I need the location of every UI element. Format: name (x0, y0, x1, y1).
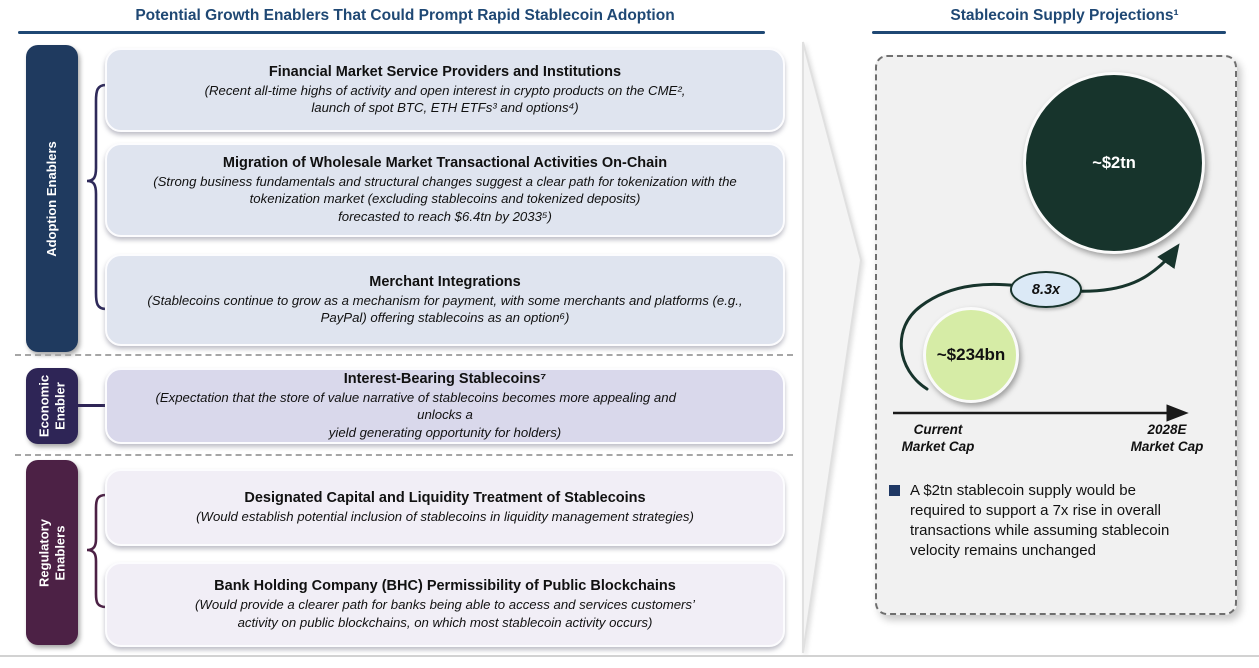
regulatory-brace (86, 493, 108, 609)
section-divider (15, 454, 793, 456)
enabler-box-body: (Would provide a clearer path for banks … (195, 597, 695, 630)
enabler-box-financial-market-providers: Financial Market Service Providers and I… (105, 48, 785, 132)
growth-multiple-badge: 8.3x (1010, 271, 1082, 308)
left-title-underline (18, 31, 765, 34)
enabler-box-body: (Expectation that the store of value nar… (155, 389, 676, 440)
enabler-box-merchant-integrations: Merchant Integrations (Stablecoins conti… (105, 254, 785, 346)
enabler-box-title: Interest-Bearing Stablecoins⁷ (343, 370, 547, 387)
group-label-text: Regulatory Enablers (36, 518, 67, 587)
group-label-text: Adoption Enablers (44, 140, 60, 257)
enabler-box-capital-liquidity-treatment: Designated Capital and Liquidity Treatme… (105, 469, 785, 546)
bubble-current-market-cap: ~$234bn (923, 307, 1019, 403)
enabler-box-body: (Would establish potential inclusion of … (196, 508, 694, 524)
right-panel-title: Stablecoin Supply Projections¹ (950, 7, 1179, 24)
enabler-box-title: Bank Holding Company (BHC) Permissibilit… (214, 578, 676, 595)
axis-label-2028-market-cap: 2028E Market Cap (1130, 422, 1204, 455)
growth-multiple-value: 8.3x (1031, 281, 1061, 298)
enabler-box-title: Designated Capital and Liquidity Treatme… (244, 489, 646, 506)
takeaway-text: A $2tn stablecoin supply would be requir… (910, 482, 1170, 560)
group-label-economic-enabler: Economic Enabler (26, 368, 78, 444)
section-divider (15, 354, 793, 356)
projection-panel: ~$234bn ~$2tn 8.3x Current Market Cap 20… (875, 55, 1237, 615)
enabler-box-interest-bearing-stablecoins: Interest-Bearing Stablecoins⁷ (Expectati… (105, 368, 785, 444)
brace-path (86, 83, 108, 311)
enabler-box-body: (Recent all-time highs of activity and o… (204, 82, 686, 115)
enabler-box-title: Migration of Wholesale Market Transactio… (222, 154, 668, 171)
enabler-box-title: Financial Market Service Providers and I… (268, 63, 622, 80)
transition-chevron (802, 41, 863, 654)
enabler-box-bhc-permissibility: Bank Holding Company (BHC) Permissibilit… (105, 562, 785, 647)
axis-label-current-market-cap: Current Market Cap (901, 422, 975, 455)
takeaway-bullet: A $2tn stablecoin supply would be requir… (889, 481, 1221, 561)
right-title-underline (872, 31, 1226, 34)
bubble-2028-projection: ~$2tn (1023, 72, 1205, 254)
left-panel-title: Potential Growth Enablers That Could Pro… (135, 7, 675, 24)
brace-path (86, 493, 108, 609)
enabler-box-title: Merchant Integrations (369, 273, 521, 290)
group-label-adoption-enablers: Adoption Enablers (26, 45, 78, 352)
group-label-regulatory-enablers: Regulatory Enablers (26, 460, 78, 645)
economic-connector-line (76, 404, 108, 407)
bottom-border (0, 655, 1259, 657)
enabler-box-body: (Strong business fundamentals and struct… (153, 173, 737, 224)
bubble-value: ~$2tn (1092, 153, 1136, 172)
bubble-value: ~$234bn (936, 345, 1006, 364)
enabler-box-wholesale-migration: Migration of Wholesale Market Transactio… (105, 143, 785, 237)
chevron-shape (802, 41, 863, 654)
group-label-text: Economic Enabler (36, 374, 67, 438)
enabler-box-body: (Stablecoins continue to grow as a mecha… (147, 292, 743, 325)
adoption-brace (86, 83, 108, 311)
bullet-square-icon (889, 485, 900, 496)
